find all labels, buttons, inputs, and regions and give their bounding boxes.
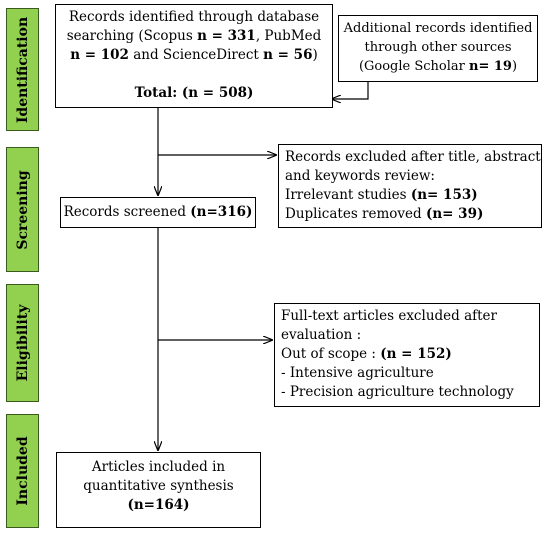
box-line: n = 102 and ScienceDirect n = 56)	[56, 46, 332, 65]
label-text: Records screened	[63, 204, 191, 220]
phase-eligibility: Eligibility	[6, 284, 39, 402]
label-text: - Precision agriculture technology	[281, 384, 514, 400]
count-text: n = 102	[70, 47, 129, 63]
label-text: Additional records identified	[343, 21, 533, 36]
box-records-identified: Records identified through database searc…	[55, 4, 333, 108]
box-excluded-fulltext: Full-text articles excluded after evaluat…	[274, 303, 540, 407]
box-line: Total: (n = 508)	[56, 84, 332, 103]
box-line: - Intensive agriculture	[281, 364, 539, 383]
box-line: Out of scope : (n = 152)	[281, 345, 539, 364]
box-line: Records screened (n=316)	[61, 203, 255, 222]
phase-label-included: Included	[14, 436, 31, 506]
count-text: (n = 152)	[380, 346, 452, 362]
box-additional-records: Additional records identified through oth…	[338, 15, 538, 82]
label-text: Records excluded after title, abstract	[285, 149, 541, 165]
label-text: Records identified through database	[68, 9, 320, 25]
label-text: Articles included in	[91, 459, 226, 475]
count-text: (n=316)	[190, 204, 253, 220]
box-line: Irrelevant studies (n= 153)	[285, 186, 541, 205]
box-line: through other sources	[339, 38, 537, 57]
count-text: n = 331	[197, 28, 256, 44]
label-text: through other sources	[364, 40, 512, 55]
box-line: Full-text articles excluded after	[281, 307, 539, 326]
phase-identification: Identification	[6, 8, 39, 131]
label-text: , PubMed	[255, 28, 322, 44]
label-text: evaluation :	[281, 327, 362, 343]
label-text: Out of scope :	[281, 346, 381, 362]
label-text: Irrelevant studies	[285, 187, 411, 203]
box-line: (Google Scholar n= 19)	[339, 57, 537, 76]
box-line: and keywords review:	[285, 167, 541, 186]
box-records-screened: Records screened (n=316)	[60, 197, 256, 228]
label-text: )	[312, 47, 318, 63]
box-articles-included: Articles included in quantitative synthes…	[56, 452, 261, 528]
label-text: searching (Scopus	[66, 28, 198, 44]
box-line: Records excluded after title, abstract	[285, 148, 541, 167]
box-line	[56, 65, 332, 84]
box-line: searching (Scopus n = 331, PubMed	[56, 27, 332, 46]
box-line: Duplicates removed (n= 39)	[285, 205, 541, 224]
box-excluded-screening: Records excluded after title, abstract an…	[278, 144, 542, 228]
label-text: quantitative synthesis	[83, 478, 234, 494]
phase-included: Included	[6, 414, 39, 528]
label-text: - Intensive agriculture	[281, 365, 434, 381]
box-line: Articles included in	[57, 458, 260, 477]
label-text: Duplicates removed	[285, 206, 426, 222]
count-text: (n= 39)	[425, 206, 484, 222]
count-text: Total: (n = 508)	[134, 85, 254, 101]
box-line: - Precision agriculture technology	[281, 383, 539, 402]
phase-label-identification: Identification	[14, 16, 31, 123]
box-line: Additional records identified	[339, 19, 537, 38]
arrow-additional-to-identified	[332, 82, 369, 99]
label-text: and keywords review:	[285, 168, 435, 184]
label-text: Full-text articles excluded after	[281, 308, 497, 324]
box-line: Records identified through database	[56, 8, 332, 27]
phase-label-screening: Screening	[14, 169, 31, 250]
box-line: evaluation :	[281, 326, 539, 345]
box-line: quantitative synthesis	[57, 477, 260, 496]
count-text: (n=164)	[127, 497, 190, 513]
phase-screening: Screening	[6, 147, 39, 272]
count-text: n= 19	[469, 59, 512, 74]
count-text: n = 56	[263, 47, 313, 63]
phase-label-eligibility: Eligibility	[14, 304, 31, 382]
count-text: (n= 153)	[410, 187, 478, 203]
label-text: (Google Scholar	[358, 59, 469, 74]
label-text: )	[511, 59, 518, 74]
label-text: and ScienceDirect	[128, 47, 264, 63]
box-line: (n=164)	[57, 496, 260, 515]
